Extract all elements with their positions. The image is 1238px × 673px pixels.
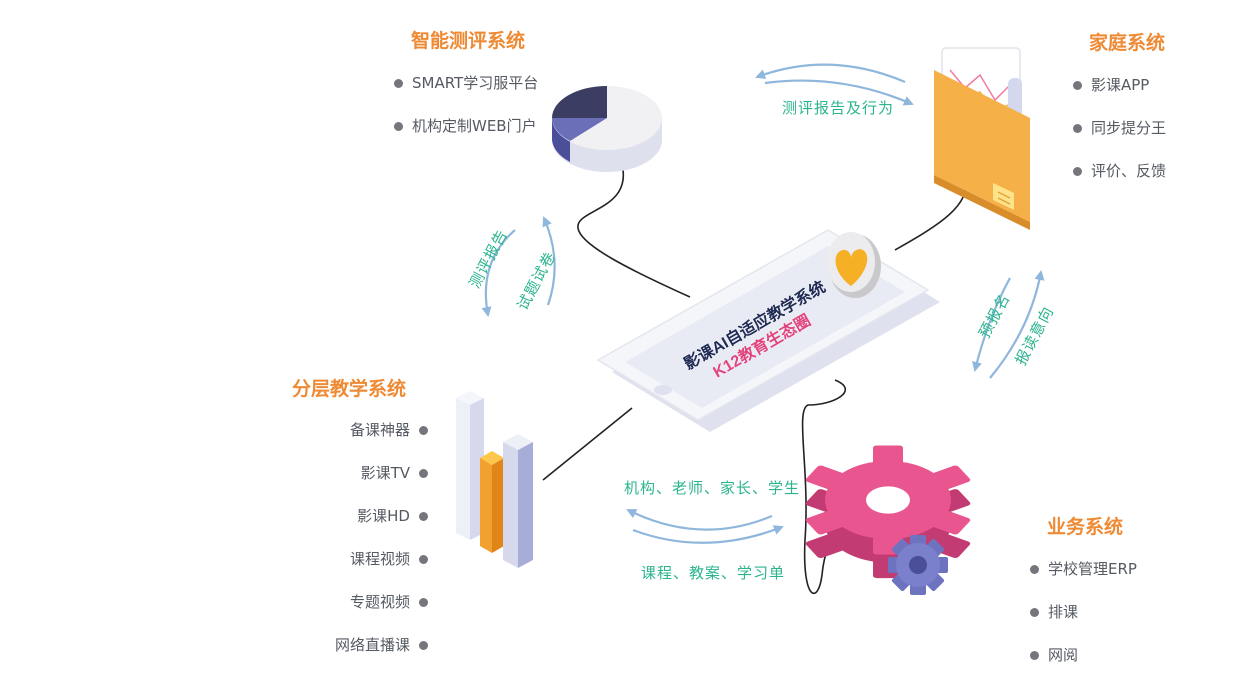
- bullet-icon: [419, 512, 428, 521]
- layered-item-1: 备课神器: [350, 420, 428, 440]
- connector-business: [801, 379, 856, 595]
- folder-illustration: [934, 47, 1030, 230]
- arrow-right-a: [972, 277, 1011, 372]
- bullet-icon: [419, 426, 428, 435]
- family-system-title: 家庭系统: [1089, 32, 1166, 54]
- business-item-3: 网阅: [1030, 645, 1078, 665]
- arrow-left-b: [542, 216, 556, 306]
- bar-chart-illustration: [456, 391, 533, 568]
- bullet-icon: [419, 555, 428, 564]
- pie-chart-illustration: [552, 86, 662, 172]
- connector-layered: [542, 407, 633, 481]
- flow-arrows: [481, 63, 1045, 544]
- business-item-2: 排课: [1030, 602, 1078, 622]
- business-item-label: 网阅: [1048, 646, 1079, 664]
- layered-item-label: 网络直播课: [334, 636, 410, 654]
- bullet-icon: [1073, 81, 1082, 90]
- family-item-3: 评价、反馈: [1073, 161, 1166, 181]
- layered-item-label: 备课神器: [349, 421, 410, 439]
- assessment-item-label: SMART学习服平台: [412, 74, 539, 92]
- flow-label-top: 测评报告及行为: [782, 99, 895, 117]
- layered-item-label: 专题视频: [349, 593, 410, 611]
- business-item-1: 学校管理ERP: [1030, 559, 1137, 579]
- heart-badge: [827, 232, 881, 298]
- layered-item-label: 课程视频: [349, 550, 410, 568]
- family-item-label: 同步提分王: [1091, 119, 1167, 137]
- layered-system-title: 分层教学系统: [292, 378, 407, 400]
- layered-item-6: 网络直播课: [335, 635, 428, 655]
- tablet-illustration: [596, 229, 940, 432]
- layered-item-label: 影课TV: [360, 464, 410, 482]
- bullet-icon: [1073, 124, 1082, 133]
- assessment-item-1: SMART学习服平台: [394, 73, 538, 93]
- flow-label-bottom-a: 机构、老师、家长、学生: [624, 479, 801, 497]
- bullet-icon: [1073, 167, 1082, 176]
- family-item-label: 影课APP: [1091, 76, 1150, 94]
- bullet-icon: [419, 469, 428, 478]
- arrow-bottom-lower: [632, 525, 784, 544]
- layered-item-4: 课程视频: [350, 549, 428, 569]
- assessment-item-2: 机构定制WEB门户: [394, 116, 537, 136]
- business-system-title: 业务系统: [1047, 516, 1124, 538]
- bullet-icon: [1030, 608, 1039, 617]
- business-item-label: 排课: [1048, 603, 1079, 621]
- purple-gear-icon: [888, 535, 948, 595]
- family-item-2: 同步提分王: [1073, 118, 1166, 138]
- bullet-icon: [1030, 565, 1039, 574]
- arrow-top-inner: [764, 79, 914, 106]
- arrow-bottom-upper: [626, 509, 773, 531]
- bullet-icon: [394, 122, 403, 131]
- layered-item-3: 影课HD: [357, 506, 428, 526]
- bullet-icon: [394, 79, 403, 88]
- connector-assessment: [577, 169, 691, 298]
- arrow-right-b: [989, 270, 1045, 379]
- connector-family: [894, 184, 967, 251]
- arrow-top-outer: [755, 63, 906, 84]
- family-item-1: 影课APP: [1073, 75, 1149, 95]
- layered-item-label: 影课HD: [357, 507, 410, 525]
- flow-label-bottom-b: 课程、教案、学习单: [641, 564, 786, 582]
- business-item-label: 学校管理ERP: [1048, 560, 1137, 578]
- layered-item-2: 影课TV: [361, 463, 428, 483]
- assessment-system-title: 智能测评系统: [411, 30, 526, 52]
- assessment-item-label: 机构定制WEB门户: [412, 117, 537, 135]
- bullet-icon: [419, 598, 428, 607]
- family-item-label: 评价、反馈: [1091, 162, 1167, 180]
- bullet-icon: [419, 641, 428, 650]
- bullet-icon: [1030, 651, 1039, 660]
- layered-item-5: 专题视频: [350, 592, 428, 612]
- arrow-left-a: [481, 229, 516, 317]
